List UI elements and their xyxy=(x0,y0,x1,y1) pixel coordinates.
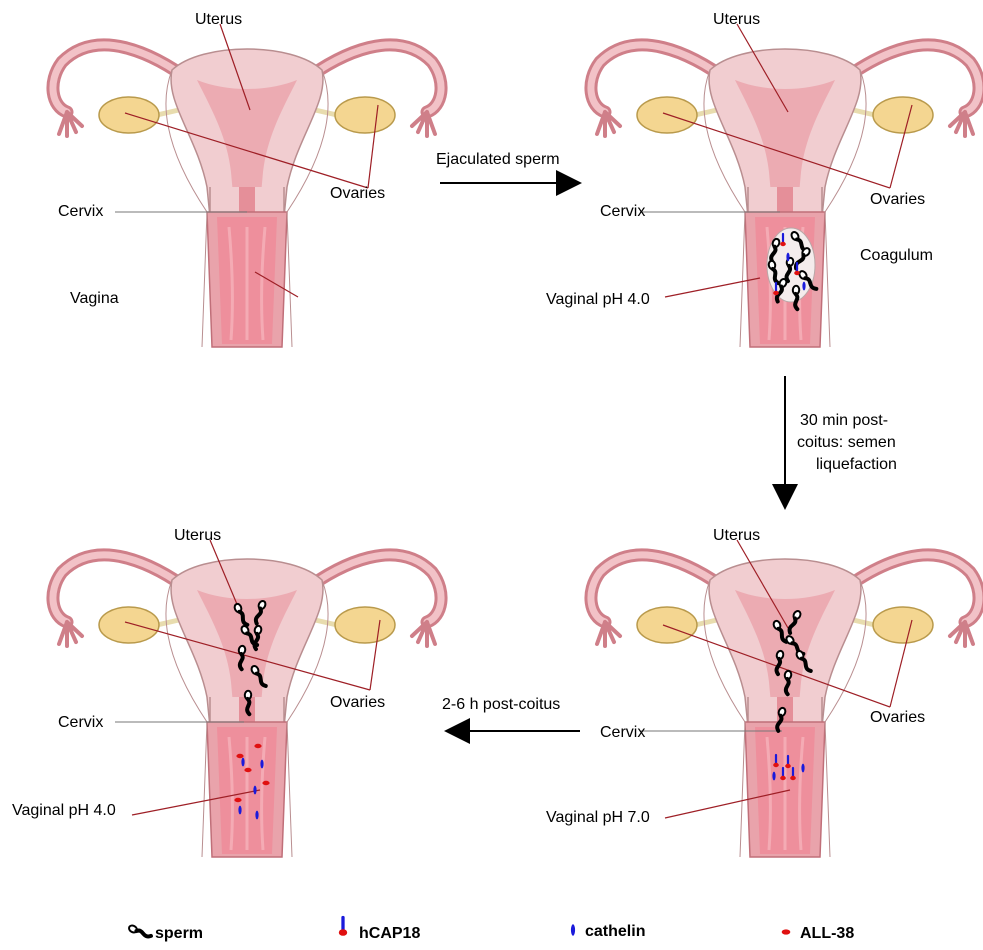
cathelin-icon xyxy=(241,758,244,767)
label-step1: Ejaculated sperm xyxy=(436,151,560,168)
cathelin-icon xyxy=(260,760,263,769)
all38-icon xyxy=(254,744,261,748)
all38-icon xyxy=(234,798,241,802)
arrow-step2: 30 min post- coitus: semen liquefaction xyxy=(772,376,897,510)
cathelin-icon xyxy=(801,764,804,773)
label-ovaries: Ovaries xyxy=(870,191,925,208)
label-vaginal-ph: Vaginal pH 7.0 xyxy=(546,809,650,826)
label-uterus: Uterus xyxy=(174,527,221,544)
label-step3: 2-6 h post-coitus xyxy=(442,696,560,713)
panel-top-right: Uterus Ovaries Cervix Coagulum Vaginal p… xyxy=(546,11,979,347)
label-coagulum: Coagulum xyxy=(860,247,933,264)
panel-bottom-right: Uterus Ovaries Cervix Vaginal pH 7.0 xyxy=(546,527,979,857)
label-uterus: Uterus xyxy=(713,527,760,544)
cathelin-icon xyxy=(571,924,575,935)
panel-bottom-left: Uterus Ovaries Cervix Vaginal pH 4.0 xyxy=(12,527,441,857)
label-ovaries: Ovaries xyxy=(870,709,925,726)
arrow-step1: Ejaculated sperm xyxy=(436,151,582,196)
cathelin-icon xyxy=(802,282,805,291)
arrow-step3: 2-6 h post-coitus xyxy=(442,696,580,744)
label-uterus: Uterus xyxy=(195,11,242,28)
sperm-icon xyxy=(128,924,151,941)
cathelin-icon xyxy=(772,772,775,781)
legend-label-cathelin: cathelin xyxy=(585,923,645,940)
label-uterus: Uterus xyxy=(713,11,760,28)
label-vaginal-ph: Vaginal pH 4.0 xyxy=(546,291,650,308)
label-cervix: Cervix xyxy=(58,714,103,731)
label-cervix: Cervix xyxy=(600,203,645,220)
legend-label-all38: ALL-38 xyxy=(800,925,854,942)
legend-label-hcap18: hCAP18 xyxy=(359,925,420,942)
cathelin-icon xyxy=(786,253,789,262)
all38-icon xyxy=(262,781,269,785)
label-step2-line1: 30 min post- xyxy=(800,412,888,429)
label-ovaries: Ovaries xyxy=(330,185,385,202)
label-vagina: Vagina xyxy=(70,290,119,307)
panel-top-left: Uterus Ovaries Cervix Vagina xyxy=(53,11,441,347)
all38-icon xyxy=(244,768,251,772)
cathelin-icon xyxy=(255,811,258,820)
label-step2-line2: coitus: semen xyxy=(797,434,896,451)
label-step2-line3: liquefaction xyxy=(816,456,897,473)
legend-item-sperm: sperm xyxy=(128,924,203,942)
label-vaginal-ph: Vaginal pH 4.0 xyxy=(12,802,116,819)
legend-item-cathelin: cathelin xyxy=(571,923,646,940)
label-cervix: Cervix xyxy=(600,724,645,741)
legend-item-hcap18: hCAP18 xyxy=(339,918,421,943)
cathelin-icon xyxy=(253,786,256,795)
legend: sperm hCAP18 cathelin ALL-38 xyxy=(128,918,855,943)
cathelin-icon xyxy=(238,806,241,815)
legend-item-all38: ALL-38 xyxy=(782,925,855,942)
hcap18-icon xyxy=(339,918,347,936)
label-cervix: Cervix xyxy=(58,203,103,220)
all38-icon xyxy=(236,754,243,758)
legend-label-sperm: sperm xyxy=(155,925,203,942)
all38-icon xyxy=(782,929,791,934)
label-ovaries: Ovaries xyxy=(330,694,385,711)
